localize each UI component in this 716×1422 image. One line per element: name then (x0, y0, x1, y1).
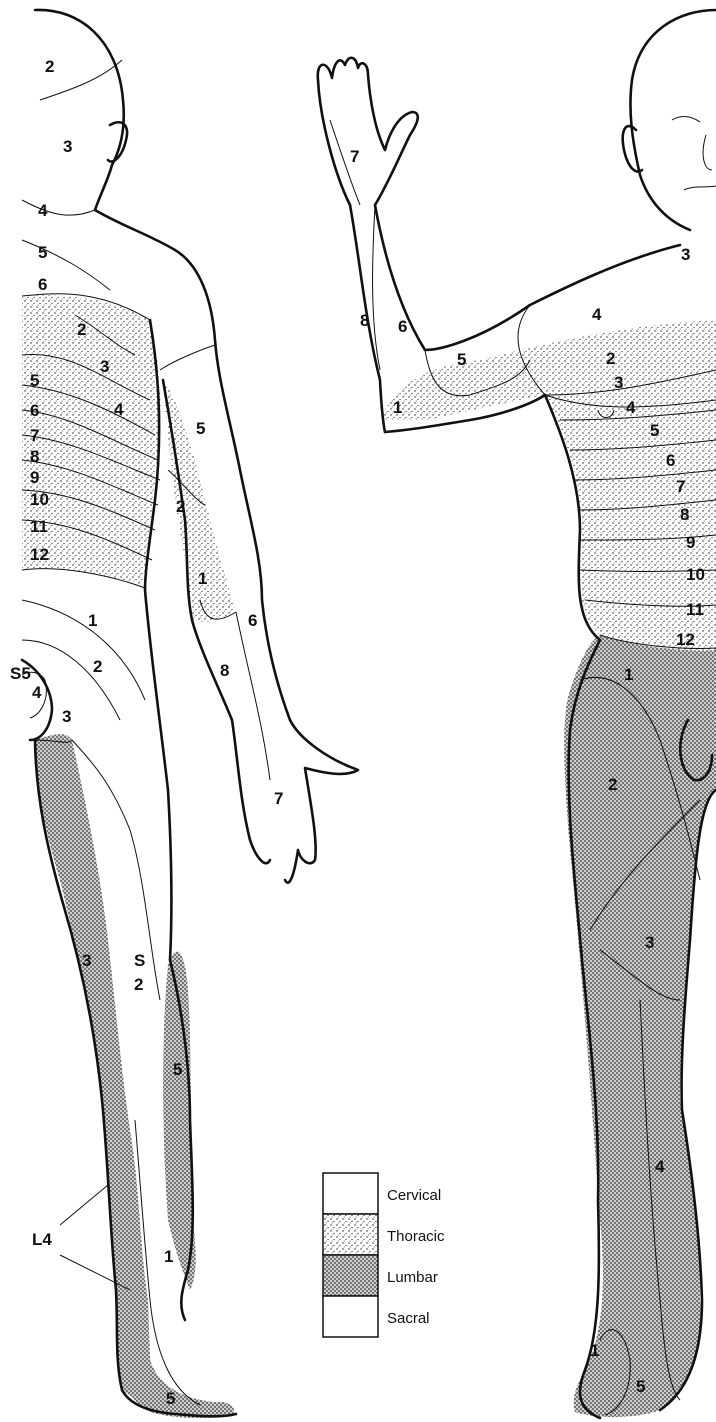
posterior-label-t10: 10 (30, 490, 49, 509)
anterior-label-t6: 6 (666, 451, 675, 470)
legend-swatch-sacral (323, 1296, 378, 1337)
posterior-label-t4: 4 (114, 400, 124, 419)
posterior-label-l5: 5 (173, 1060, 182, 1079)
anterior-label-t10: 10 (686, 565, 705, 584)
anterior-eye (672, 116, 700, 122)
anterior-thoracic-region (380, 320, 716, 651)
anterior-label-t8: 8 (680, 505, 689, 524)
posterior-label-l4: L4 (32, 1230, 52, 1249)
posterior-arm-label-t1: 1 (198, 569, 207, 588)
anterior-label-t4: 4 (626, 398, 636, 417)
anterior-hand-outline (318, 58, 418, 205)
anterior-label-l2: 2 (608, 775, 617, 794)
posterior-label-c2: 2 (45, 57, 54, 76)
posterior-thoracic-region (22, 295, 160, 586)
legend-label-lumbar: Lumbar (387, 1269, 438, 1286)
anterior-lumbar-leg (564, 635, 716, 1417)
anterior-label-c3: 3 (681, 245, 690, 264)
posterior-label-l3-leg: 3 (82, 951, 91, 970)
anterior-label-t11: 11 (686, 600, 704, 619)
anterior-label-c8: 8 (360, 311, 369, 330)
posterior-label-t3: 3 (100, 357, 109, 376)
anterior-mouth (684, 186, 716, 190)
anterior-label-l5: 5 (636, 1377, 645, 1396)
posterior-label-s2-number: 2 (134, 975, 143, 994)
posterior-label-l1: 1 (88, 611, 97, 630)
posterior-label-c4: 4 (38, 201, 48, 220)
anterior-label-t7: 7 (676, 477, 685, 496)
anterior-label-s1: 1 (590, 1341, 599, 1360)
posterior-label-t6: 6 (30, 401, 39, 420)
posterior-label-l2: 2 (93, 657, 102, 676)
posterior-arm-label-c6: 6 (248, 611, 257, 630)
posterior-label-t11: 11 (30, 517, 48, 536)
anterior-label-t12: 12 (676, 630, 695, 649)
anterior-label-l1: 1 (624, 665, 633, 684)
anterior-label-l3: 3 (645, 933, 654, 952)
posterior-arm-label-c5: 5 (196, 419, 205, 438)
anterior-label-c4: 4 (592, 305, 602, 324)
posterior-label-c6: 6 (38, 275, 47, 294)
posterior-label-s5: S5 (10, 664, 31, 683)
posterior-figure: 2 3 4 5 6 2 3 4 5 6 7 8 9 10 11 12 5 2 1… (10, 10, 358, 1418)
anterior-label-t3: 3 (614, 373, 623, 392)
posterior-label-t7: 7 (30, 426, 39, 445)
posterior-arm-label-c8: 8 (220, 661, 229, 680)
posterior-label-s1: 1 (164, 1247, 173, 1266)
legend: Cervical Thoracic Lumbar Sacral (323, 1173, 445, 1337)
legend-swatch-cervical (323, 1173, 378, 1214)
posterior-head-outline (35, 10, 124, 210)
legend-label-cervical: Cervical (387, 1187, 441, 1204)
posterior-label-s4: 4 (32, 683, 42, 702)
anterior-label-l4: 4 (655, 1157, 665, 1176)
posterior-label-t2: 2 (77, 320, 86, 339)
anterior-label-t1: 1 (393, 398, 402, 417)
posterior-arm-label-t2: 2 (176, 497, 185, 516)
anterior-label-c6: 6 (398, 317, 407, 336)
posterior-label-t12: 12 (30, 545, 49, 564)
anterior-label-t2: 2 (606, 349, 615, 368)
legend-swatch-lumbar (323, 1255, 378, 1296)
legend-label-sacral: Sacral (387, 1310, 430, 1327)
posterior-label-foot-l5: 5 (166, 1389, 175, 1408)
anterior-label-c5: 5 (457, 350, 466, 369)
posterior-label-c3: 3 (63, 137, 72, 156)
legend-label-thoracic: Thoracic (387, 1228, 445, 1245)
posterior-label-s2-letter: S (134, 951, 145, 970)
posterior-label-l3-hip: 3 (62, 707, 71, 726)
posterior-arm-label-c7: 7 (274, 789, 283, 808)
anterior-label-t5: 5 (650, 421, 659, 440)
posterior-label-t9: 9 (30, 468, 39, 487)
posterior-label-t5: 5 (30, 371, 39, 390)
legend-swatch-thoracic (323, 1214, 378, 1255)
anterior-nose (703, 135, 712, 170)
anterior-label-t9: 9 (686, 533, 695, 552)
posterior-label-c5: 5 (38, 243, 47, 262)
anterior-label-c7: 7 (350, 147, 359, 166)
posterior-label-t8: 8 (30, 447, 39, 466)
anterior-head-outline (630, 10, 716, 230)
